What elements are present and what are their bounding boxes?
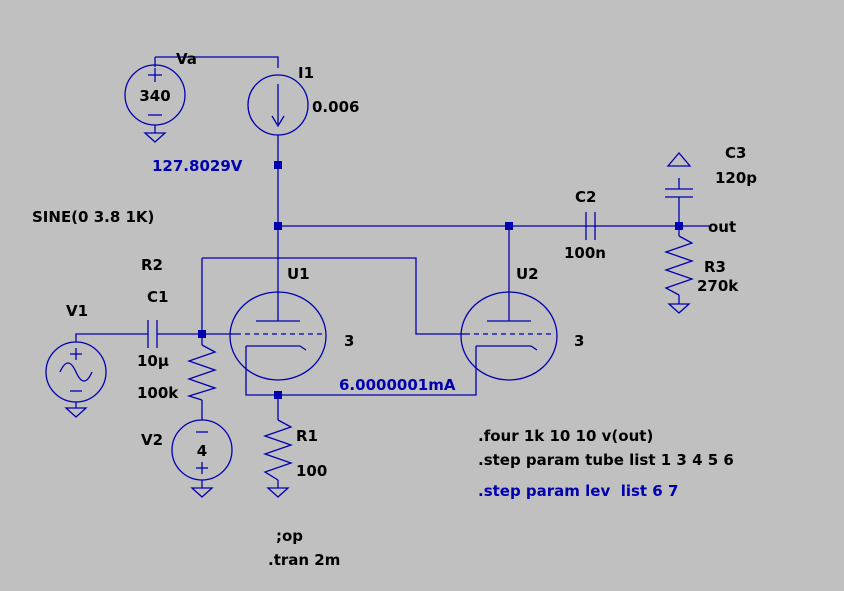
r2-value: 100k xyxy=(137,384,179,402)
u2-triode[interactable] xyxy=(460,291,558,381)
r1-label: R1 xyxy=(296,427,318,445)
step-tube-directive: .step param tube list 1 3 4 5 6 xyxy=(478,451,734,469)
c2-capacitor[interactable] xyxy=(585,212,596,240)
c1-label: C1 xyxy=(147,288,168,306)
four-directive: .four 1k 10 10 v(out) xyxy=(478,427,653,445)
r2-resistor[interactable] xyxy=(186,344,218,401)
u1-label: U1 xyxy=(287,265,310,283)
op-directive: ;op xyxy=(276,527,303,545)
junctions xyxy=(198,161,683,399)
u2-label: U2 xyxy=(516,265,539,283)
va-voltage-source[interactable] xyxy=(124,64,186,143)
c2-label: C2 xyxy=(575,188,596,206)
r3-value: 270k xyxy=(697,277,739,295)
step-lev-directive: .step param lev list 6 7 xyxy=(478,482,678,500)
r1-value: 100 xyxy=(296,462,327,480)
v2-label: V2 xyxy=(141,431,163,449)
c3-label: C3 xyxy=(725,144,746,162)
v1-label: V1 xyxy=(66,302,88,320)
u2-pin-label: 3 xyxy=(574,332,584,350)
wires xyxy=(75,56,709,488)
cathode-current-readout: 6.0000001mA xyxy=(339,376,456,394)
c2-value: 100n xyxy=(564,244,606,262)
v2-voltage-source[interactable] xyxy=(171,419,233,498)
out-net-label: out xyxy=(708,218,736,236)
v2-value: 4 xyxy=(197,442,207,460)
va-value: 340 xyxy=(139,87,170,105)
i1-label: I1 xyxy=(298,64,314,82)
v1-sine-source[interactable] xyxy=(45,341,107,418)
r3-label: R3 xyxy=(704,258,726,276)
u1-pin-label: 3 xyxy=(344,332,354,350)
tran-directive: .tran 2m xyxy=(268,551,340,569)
c1-value: 10µ xyxy=(137,352,169,370)
r1-resistor[interactable] xyxy=(263,419,293,498)
sine-spec-label: SINE(0 3.8 1K) xyxy=(32,208,154,226)
c3-capacitor[interactable] xyxy=(665,151,693,198)
u1-triode[interactable] xyxy=(229,291,327,381)
c1-capacitor[interactable] xyxy=(147,320,158,348)
va-net-label: Va xyxy=(176,50,197,68)
c3-value: 120p xyxy=(715,169,757,187)
i1-value: 0.006 xyxy=(312,98,359,116)
i1-current-source[interactable] xyxy=(247,74,309,142)
node-voltage-readout: 127.8029V xyxy=(152,157,243,175)
r3-resistor[interactable] xyxy=(664,235,694,314)
r2-label: R2 xyxy=(141,256,163,274)
